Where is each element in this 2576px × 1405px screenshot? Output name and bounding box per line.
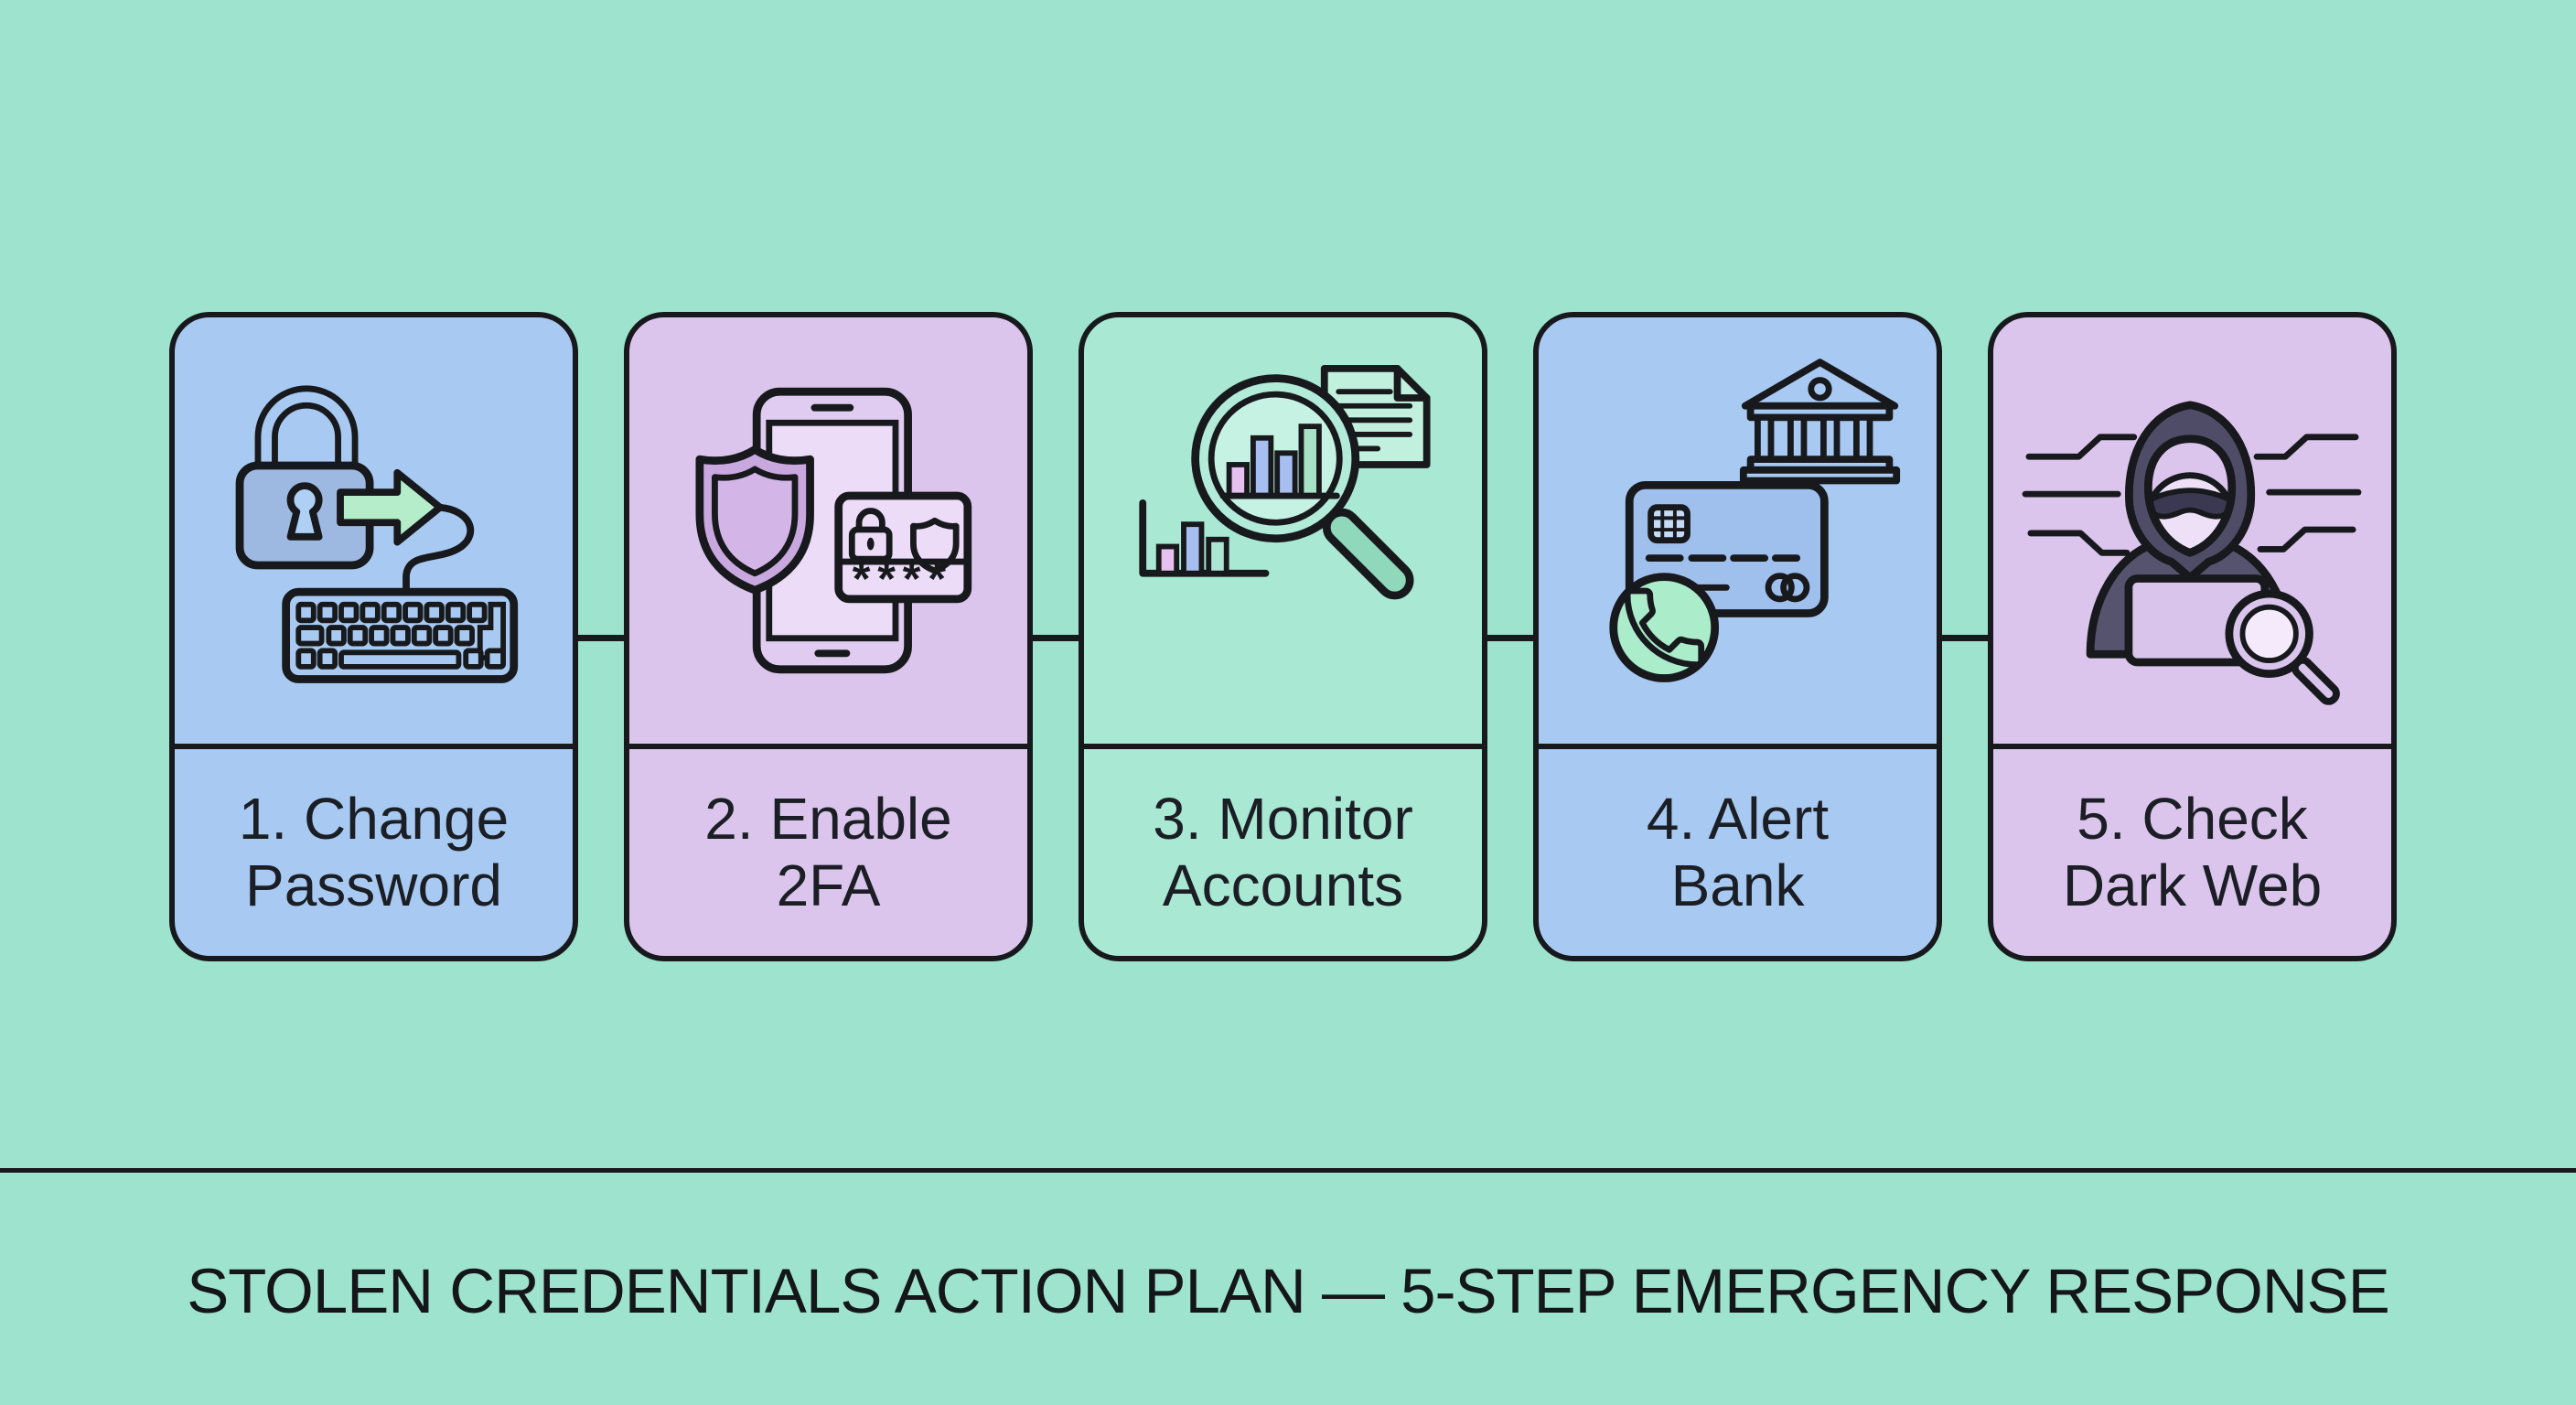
- circuit-traces-icon: [2022, 434, 2362, 556]
- step-label-line: Dark Web: [2062, 853, 2323, 918]
- green-arrow-icon: [337, 468, 444, 546]
- hooded-hacker-laptop-magnifier-icon: [1993, 317, 2391, 744]
- step-label-2: 2. Enable 2FA: [629, 744, 1027, 956]
- cable-line: [402, 503, 475, 595]
- step-label-1: 1. Change Password: [175, 744, 573, 956]
- magnifier-bar-chart-document-icon: [1084, 317, 1482, 744]
- phone-call-icon: [1609, 573, 1720, 682]
- title-divider-rule: [0, 1168, 2576, 1173]
- step-label-line: 2. Enable: [704, 786, 952, 852]
- step-label-line: 2FA: [776, 853, 881, 918]
- step-label-4: 4. Alert Bank: [1539, 744, 1937, 956]
- step-label-line: 5. Check: [2077, 786, 2308, 852]
- connector-4-5: [1938, 635, 1990, 641]
- magnifier-icon: [1191, 374, 1414, 600]
- step-card-check-dark-web: 5. Check Dark Web: [1988, 312, 2397, 961]
- step-card-enable-2fa: **** 2. Enable 2FA: [624, 312, 1033, 961]
- shield-icon: [695, 445, 814, 595]
- steps-row: 1. Change Password: [169, 312, 2397, 961]
- connector-3-4: [1484, 635, 1535, 641]
- shield-smartphone-passcode-icon: ****: [629, 317, 1027, 744]
- small-bar-chart-icon: [1139, 499, 1270, 577]
- step-label-line: 4. Alert: [1646, 786, 1830, 852]
- magnifier-icon: [2225, 589, 2340, 705]
- bank-icon: [1739, 359, 1901, 485]
- keyboard-icon: [282, 587, 519, 683]
- step-card-monitor-accounts: 3. Monitor Accounts: [1079, 312, 1487, 961]
- bank-credit-card-phone-icon: [1539, 317, 1937, 744]
- step-label-line: Password: [245, 853, 502, 918]
- passcode-card-icon: ****: [834, 491, 972, 605]
- step-card-change-password: 1. Change Password: [169, 312, 578, 961]
- step-label-line: Bank: [1670, 853, 1805, 918]
- step-label-line: 1. Change: [238, 786, 510, 852]
- connector-2-3: [1029, 635, 1080, 641]
- passcode-mask-text: ****: [853, 552, 953, 605]
- step-label-line: Accounts: [1162, 853, 1404, 918]
- step-label-5: 5. Check Dark Web: [1993, 744, 2391, 956]
- connector-1-2: [574, 635, 626, 641]
- step-label-line: 3. Monitor: [1153, 786, 1413, 852]
- step-label-3: 3. Monitor Accounts: [1084, 744, 1482, 956]
- padlock-arrow-keyboard-icon: [175, 317, 573, 744]
- padlock-icon: [235, 385, 374, 570]
- step-card-alert-bank: 4. Alert Bank: [1533, 312, 1942, 961]
- infographic-title: STOLEN CREDENTIALS ACTION PLAN — 5-STEP …: [187, 1256, 2389, 1326]
